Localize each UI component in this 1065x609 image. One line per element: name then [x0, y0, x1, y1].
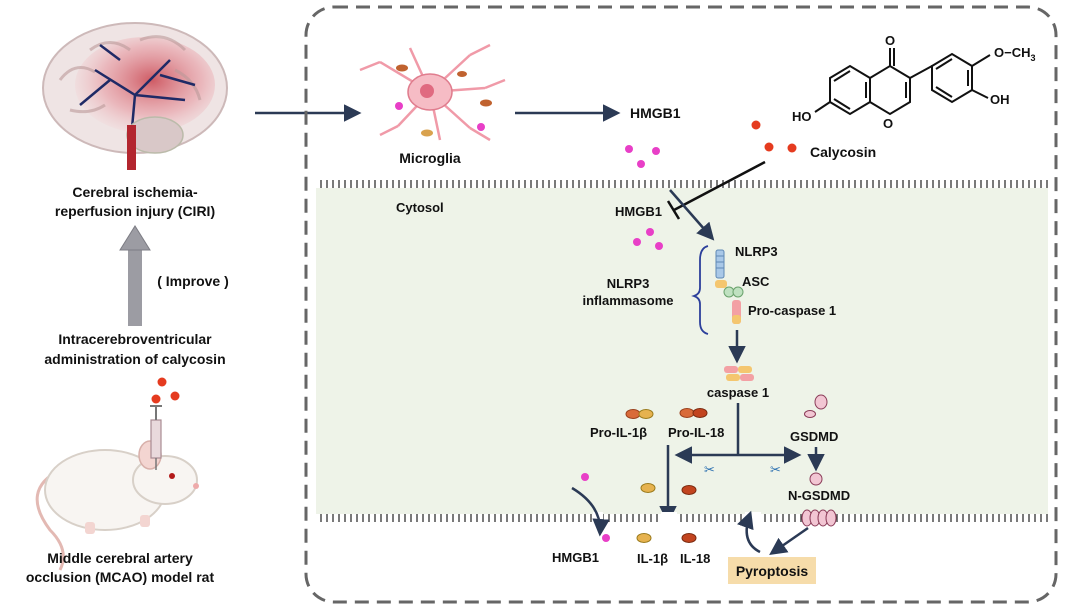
- cytosol-region: [316, 186, 1048, 516]
- pyroptosis-box: [728, 557, 816, 584]
- gsdmd-label: GSDMD: [790, 429, 838, 444]
- hmgb1-dot: [633, 238, 641, 246]
- asc-label: ASC: [742, 274, 770, 289]
- il18-label: IL-18: [680, 551, 710, 566]
- caspase1-icon: [724, 366, 754, 381]
- hmgb1-dot: [625, 145, 633, 153]
- hmgb1-dot: [637, 160, 645, 168]
- il18-released-icon: [681, 533, 697, 543]
- oh-right-label: OH: [990, 92, 1010, 107]
- pore-to-pyroptosis-arrow: [769, 526, 809, 555]
- condition-line1: Cerebral ischemia-: [72, 184, 198, 200]
- calycosin-inhibition-line: [666, 160, 766, 220]
- inflammasome-line1: NLRP3: [607, 276, 650, 291]
- il1b-mature-icon: [640, 483, 656, 493]
- model-line1: Middle cerebral artery: [47, 550, 193, 566]
- membrane-top: [316, 180, 1048, 188]
- cytosol-label: Cytosol: [396, 200, 444, 215]
- microglia-label: Microglia: [399, 150, 461, 166]
- il1b-released-icon: [636, 533, 652, 543]
- hmgb1-outside-label: HMGB1: [630, 105, 681, 121]
- hmgb1-dot: [655, 242, 663, 250]
- pro-il18-icon: [679, 408, 708, 418]
- brain-illustration: [42, 22, 228, 170]
- gsdmd-pore-icon: [801, 509, 837, 527]
- hmgb1-to-nlrp3-arrow: [669, 189, 715, 241]
- hmgb1-inside-label: HMGB1: [615, 204, 662, 219]
- hmgb1-dot: [646, 228, 654, 236]
- scissors-icon: ✂: [770, 462, 781, 477]
- ketone-o-label: O: [885, 33, 895, 48]
- hmgb1-dot: [395, 102, 403, 110]
- hmgb1-dot: [581, 473, 589, 481]
- caspase-branch: [674, 403, 802, 464]
- model-line2: occlusion (MCAO) model rat: [26, 569, 215, 585]
- membrane-gap: [661, 512, 677, 524]
- n-gsdmd-label: N-GSDMD: [788, 488, 850, 503]
- hmgb1-release-arrow: [571, 486, 610, 537]
- pyroptosis-label: Pyroptosis: [736, 563, 809, 579]
- pro-il18-label: Pro-IL-18: [668, 425, 724, 440]
- gsdmd-icon: [804, 394, 828, 418]
- n-gsdmd-icon: [809, 472, 823, 486]
- improve-label: ( Improve ): [157, 273, 229, 289]
- inflammasome-line2: inflammasome: [582, 293, 673, 308]
- nlrp3-label: NLRP3: [735, 244, 778, 259]
- ring-o-label: O: [883, 116, 893, 131]
- treatment-line2: administration of calycosin: [44, 351, 225, 367]
- inflammasome-brace: [691, 245, 709, 335]
- hmgb1-released-label: HMGB1: [552, 550, 599, 565]
- pro-il1b-label: Pro-IL-1β: [590, 425, 647, 440]
- methoxy-label: O−CH3: [994, 45, 1036, 63]
- calycosin-drops-left: [151, 377, 180, 404]
- pro-il1b-icon: [625, 409, 654, 419]
- membrane-bottom: [316, 514, 1048, 522]
- hmgb1-dot: [652, 147, 660, 155]
- condition-line2: reperfusion injury (CIRI): [55, 203, 215, 219]
- improve-arrow: [119, 225, 151, 326]
- calycosin-drops-right: [751, 120, 797, 153]
- treatment-line1: Intracerebroventricular: [58, 331, 212, 347]
- microglia-cell-icon: [359, 43, 506, 142]
- calycosin-structure: [814, 48, 991, 116]
- il18-mature-icon: [681, 485, 697, 495]
- calycosin-label: Calycosin: [810, 144, 876, 160]
- syringe-icon: [150, 405, 162, 470]
- hmgb1-dot: [477, 123, 485, 131]
- scissors-icon: ✂: [704, 462, 715, 477]
- nlrp3-inflammasome-icon: [715, 249, 744, 324]
- rat-illustration: [35, 440, 199, 571]
- procaspase-label: Pro-caspase 1: [748, 303, 836, 318]
- hmgb1-dot: [602, 534, 610, 542]
- ho-left-label: HO: [792, 109, 812, 124]
- pyroptosis-feedback-arrow: [737, 510, 761, 554]
- caspase-label: caspase 1: [707, 385, 769, 400]
- il1b-label: IL-1β: [637, 551, 668, 566]
